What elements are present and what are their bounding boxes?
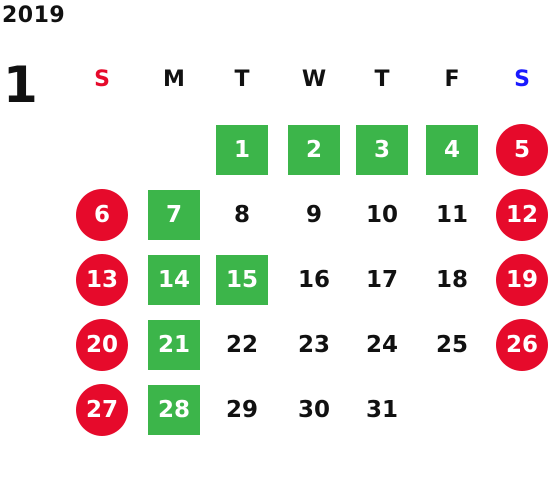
weekday-header: M [163,67,185,92]
weekday-header: S [94,67,110,92]
holiday-day-cell: 19 [496,254,548,306]
holiday-day-cell: 5 [496,124,548,176]
highlighted-day-cell: 7 [148,190,200,240]
weekday-header: T [374,67,390,92]
day-cell: 25 [435,332,468,358]
day-cell: 9 [305,202,322,228]
day-cell: 18 [435,267,468,293]
day-cell: 10 [365,202,398,228]
holiday-day-cell: 26 [496,319,548,371]
highlighted-day-cell: 14 [148,255,200,305]
holiday-day-cell: 6 [76,189,128,241]
month-number: 1 [3,56,38,114]
weekday-header: S [514,67,530,92]
day-cell: 16 [297,267,330,293]
day-cell: 31 [365,397,398,423]
day-cell: 24 [365,332,398,358]
weekday-header: F [444,67,460,92]
day-cell: 8 [233,202,250,228]
highlighted-day-cell: 1 [216,125,268,175]
highlighted-day-cell: 28 [148,385,200,435]
weekday-header: W [301,67,327,92]
day-cell: 23 [297,332,330,358]
highlighted-day-cell: 4 [426,125,478,175]
day-cell: 17 [365,267,398,293]
day-cell: 29 [225,397,258,423]
highlighted-day-cell: 15 [216,255,268,305]
day-cell: 22 [225,332,258,358]
highlighted-day-cell: 2 [288,125,340,175]
holiday-day-cell: 12 [496,189,548,241]
highlighted-day-cell: 21 [148,320,200,370]
holiday-day-cell: 13 [76,254,128,306]
year-label: 2019 [2,3,66,28]
day-cell: 11 [435,202,468,228]
holiday-day-cell: 20 [76,319,128,371]
holiday-day-cell: 27 [76,384,128,436]
day-cell: 30 [297,397,330,423]
highlighted-day-cell: 3 [356,125,408,175]
weekday-header: T [234,67,250,92]
